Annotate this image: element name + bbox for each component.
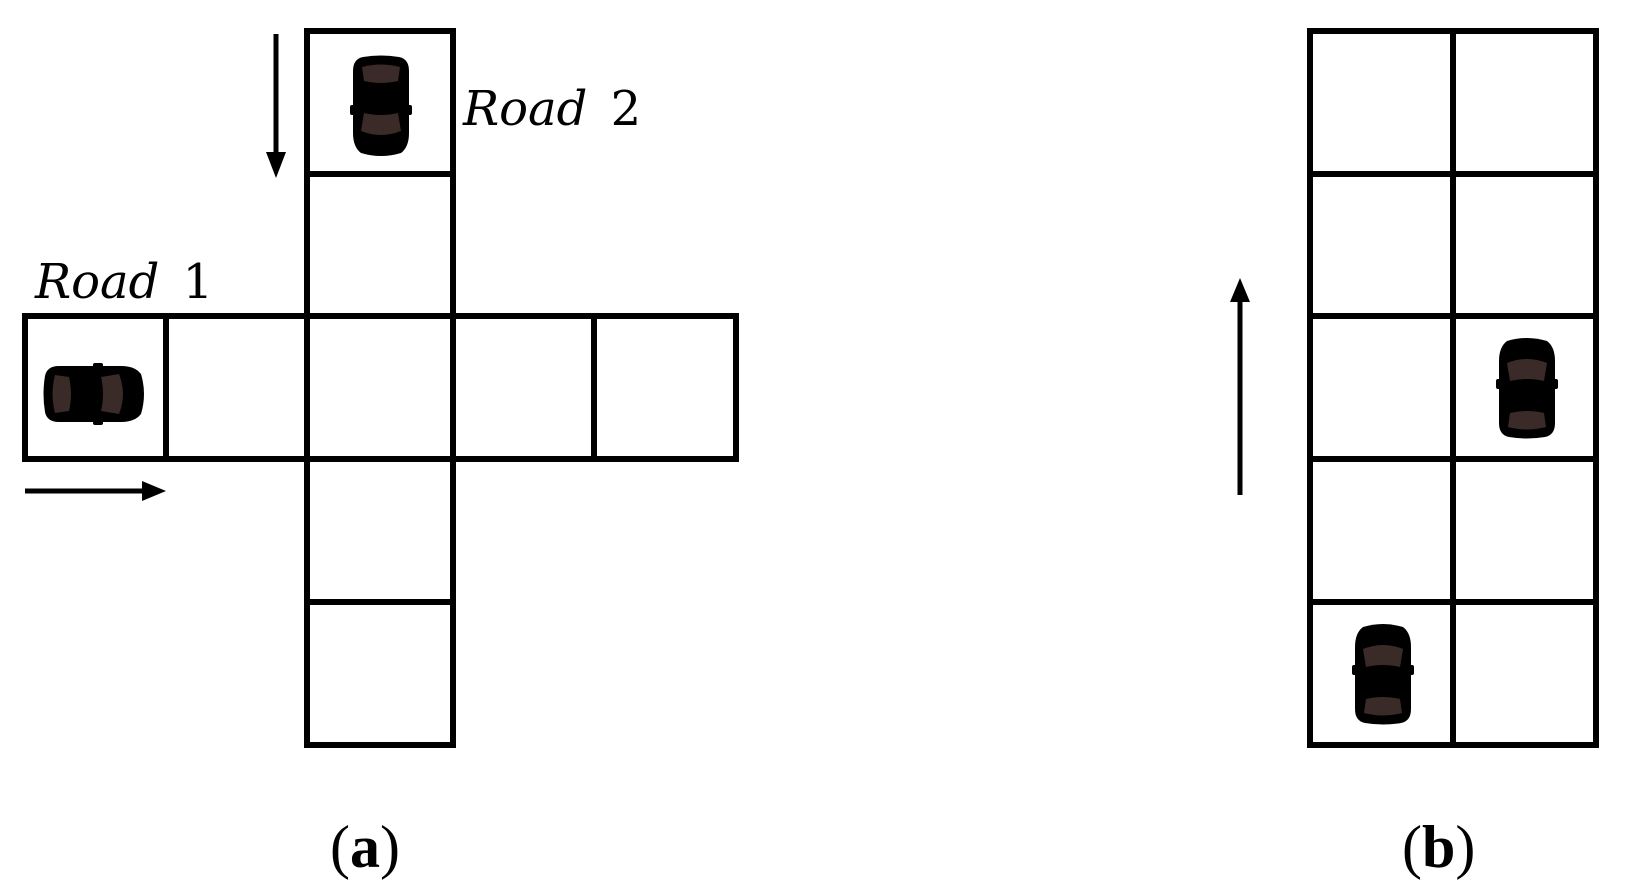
lane-direction-arrow	[1230, 278, 1250, 495]
grid-cell-r5-c2	[1450, 599, 1599, 748]
grid-cell-r1-c1	[1307, 28, 1456, 177]
panel-a: Road 1 Road 2 (a)	[22, 28, 739, 880]
grid-cell-r4-c2	[1450, 456, 1599, 605]
grid-cell-r2-c1	[1307, 171, 1456, 319]
intersection-cell	[304, 313, 456, 462]
road-1-cell-5	[591, 313, 739, 462]
panel-b-caption: (b)	[1402, 814, 1475, 880]
road-2-cell-4	[304, 456, 456, 605]
panel-a-caption: (a)	[330, 814, 400, 880]
road-1-cell-2	[163, 313, 310, 462]
road-2-label: Road 2	[462, 81, 641, 137]
road-2-direction-arrow	[266, 34, 286, 178]
red-car	[1351, 623, 1415, 726]
grid-cell-r1-c2	[1450, 28, 1599, 177]
road-2-cell-5	[304, 599, 456, 748]
road-1-cell-4	[450, 313, 597, 462]
road-1-cells	[22, 313, 739, 462]
grid-cell-r2-c2	[1450, 171, 1599, 319]
green-car	[42, 362, 145, 426]
grid-cell-r3-c1	[1307, 313, 1456, 462]
road-1-direction-arrow	[25, 481, 166, 501]
panel-b: (b)	[1230, 28, 1599, 880]
grid-cell-r4-c1	[1307, 456, 1456, 605]
road-1-label: Road 1	[34, 254, 213, 310]
road-2-cell-2	[304, 171, 456, 320]
green-car	[1495, 337, 1559, 440]
red-car	[349, 54, 413, 157]
